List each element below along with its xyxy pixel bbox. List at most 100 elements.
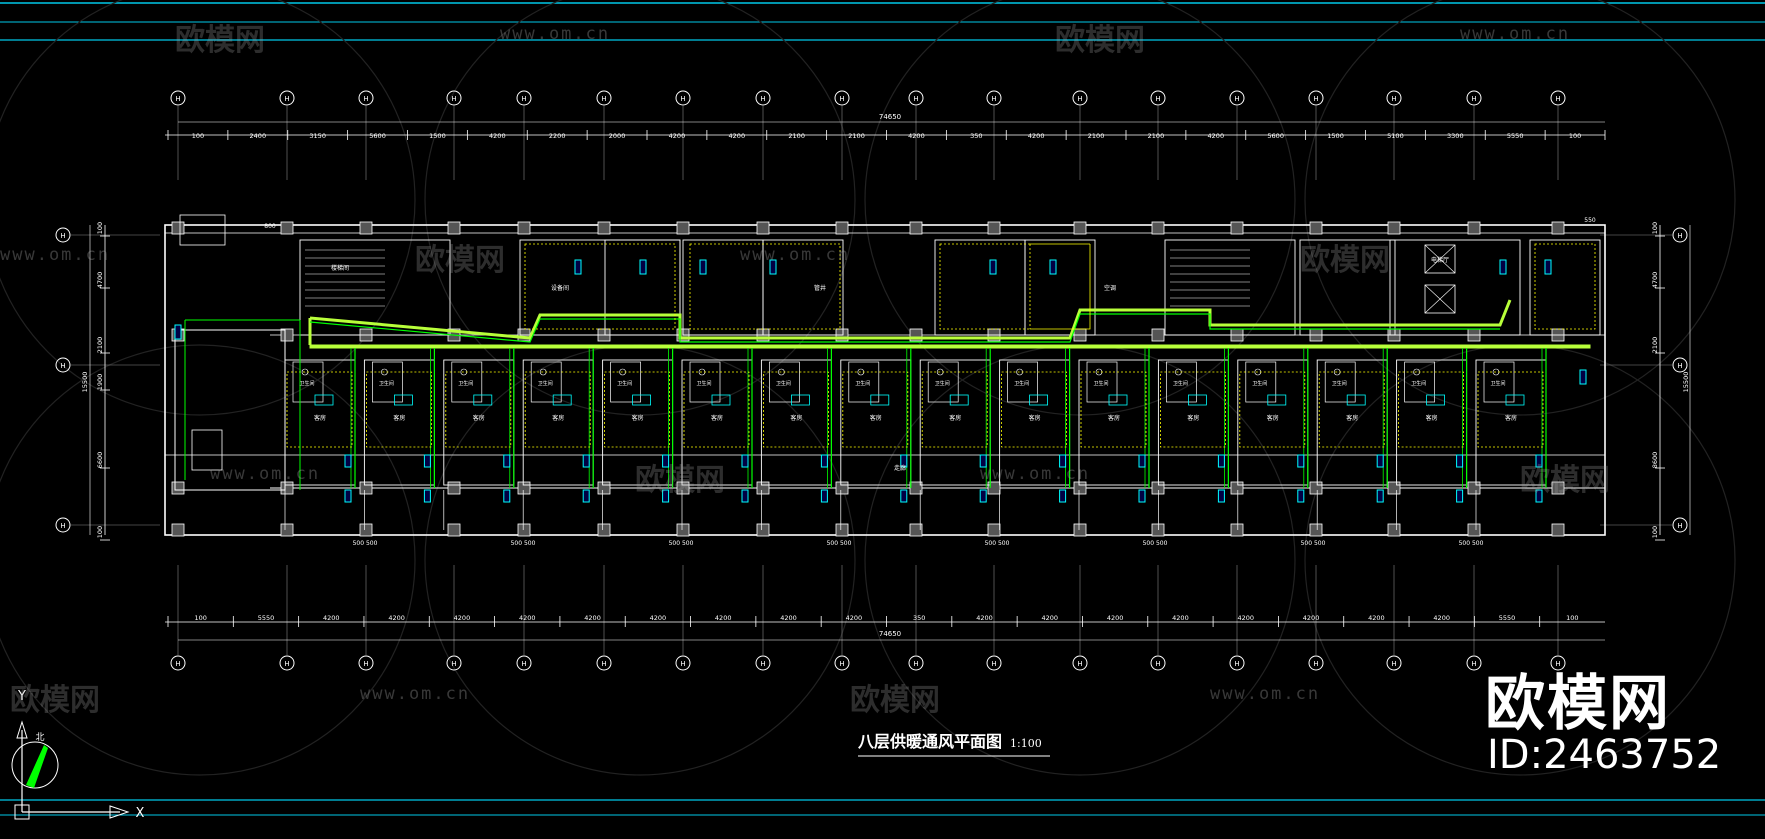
dim-label-pair: 500 500 (353, 540, 378, 547)
room-label-corridor: 走廊 (894, 464, 906, 472)
room-duct (1239, 371, 1306, 448)
bathroom (1007, 361, 1038, 403)
dim-label-pair: 500 500 (511, 540, 536, 547)
dim-text-top: 4200 (729, 132, 746, 140)
watermark-circle (0, 0, 416, 416)
column (987, 523, 1001, 537)
room-duct (286, 371, 353, 448)
column (835, 481, 849, 495)
fan-coil-unit (989, 259, 997, 275)
dim-text-bottom: 100 (194, 614, 206, 622)
overall-dimension-bottom: 74650 (879, 630, 901, 638)
room-label-guest: 客房 (1029, 414, 1041, 422)
axis-bubble-label: H (1234, 95, 1239, 103)
room-label-guest: 客房 (1108, 414, 1120, 422)
axis-bubble-label: H (1471, 95, 1476, 103)
axis-bubble-label: H (1155, 95, 1160, 103)
column (756, 523, 770, 537)
overall-dimension-top: 74650 (879, 113, 901, 121)
watermark-circle (424, 0, 856, 416)
column (909, 221, 923, 235)
room-north (934, 239, 1026, 336)
axis-bubble-label: H (1555, 95, 1560, 103)
room-label-guest: 客房 (552, 414, 564, 422)
fan-coil-unit (1535, 489, 1543, 503)
room-label-bath: 卫生间 (538, 380, 553, 387)
axis-bubble-label: H (680, 95, 685, 103)
column (280, 328, 294, 342)
column (1230, 481, 1244, 495)
axis-bubble-label: H (284, 95, 289, 103)
main-return-pipe (309, 299, 1512, 340)
dim-text-top: 2100 (848, 132, 865, 140)
axis-bubble-label: H (1077, 660, 1082, 668)
column (835, 523, 849, 537)
column (597, 221, 611, 235)
room-label-guest: 客房 (393, 414, 405, 422)
watermark-url: www.om.cn (0, 245, 111, 265)
room-duct (1398, 371, 1464, 448)
axis-bubble-label: H (991, 95, 996, 103)
room-label-bath: 卫生间 (299, 380, 314, 387)
column (1230, 221, 1244, 235)
dim-text-left: 1900 (96, 374, 104, 391)
exterior-wall (164, 224, 1606, 536)
north-arrow-label: 北 (35, 732, 44, 743)
room-duct (1318, 371, 1385, 448)
column (987, 481, 1001, 495)
dim-text-bottom: 5550 (258, 614, 275, 622)
dim-text-top: 4200 (908, 132, 925, 140)
fan-coil-unit (662, 454, 670, 468)
watermark-logo: 欧模网 (415, 243, 505, 278)
fan-coil-unit (639, 259, 647, 275)
watermark-circle (864, 0, 1296, 416)
dim-label-small: 550 (1584, 217, 1596, 224)
fan-coil-unit (1535, 454, 1543, 468)
room-label-elevator: 电梯厅 (1431, 256, 1449, 264)
ucs-x-label: X (136, 806, 145, 821)
dim-text-top: 3150 (309, 132, 326, 140)
dim-text-top: 4200 (669, 132, 686, 140)
north-duct (939, 243, 1091, 330)
north-arrow-needle (26, 745, 48, 788)
column (987, 221, 1001, 235)
axis-bubble-label: H (913, 660, 918, 668)
dim-text-bottom: 4200 (323, 614, 340, 622)
fan-coil-unit (1059, 489, 1067, 503)
column (1551, 481, 1565, 495)
axis-bubble-label: H (991, 660, 996, 668)
dim-text-left: 100 (96, 526, 104, 538)
dim-text-top: 4200 (1028, 132, 1045, 140)
column (1309, 523, 1323, 537)
fan-coil-unit (791, 394, 810, 406)
column (1551, 523, 1565, 537)
fan-coil-unit (344, 454, 352, 468)
dim-text-top: 2100 (788, 132, 805, 140)
column (1551, 221, 1565, 235)
axis-bubble-label: H (175, 660, 180, 668)
room-duct (1477, 371, 1544, 448)
dim-text-top: 2100 (1088, 132, 1105, 140)
column (1073, 523, 1087, 537)
dim-text-right: 8600 (1651, 452, 1659, 469)
left-equipment-box (191, 429, 223, 471)
dim-text-left-overall: 15500 (81, 372, 89, 393)
axis-bubble-label: H (60, 522, 65, 530)
room-north (1299, 239, 1396, 336)
dim-text-bottom: 4200 (780, 614, 797, 622)
dim-text-bottom: 4200 (454, 614, 471, 622)
dim-text-right: 100 (1651, 222, 1659, 234)
axis-bubble-label: H (60, 362, 65, 370)
room-label-bath: 卫生间 (776, 380, 791, 387)
fan-coil-unit (503, 489, 511, 503)
fan-coil-unit (503, 454, 511, 468)
elevator-car (1424, 244, 1456, 274)
main-supply-pipe (309, 344, 1591, 349)
fan-coil-unit (699, 259, 707, 275)
room-label-shaft: 管井 (814, 284, 826, 292)
fan-coil-unit (632, 394, 651, 406)
dim-text-left: 2100 (96, 337, 104, 354)
room-label-guest: 客房 (1505, 414, 1517, 422)
axis-bubble-label: H (1155, 660, 1160, 668)
fan-coil-unit (900, 489, 908, 503)
